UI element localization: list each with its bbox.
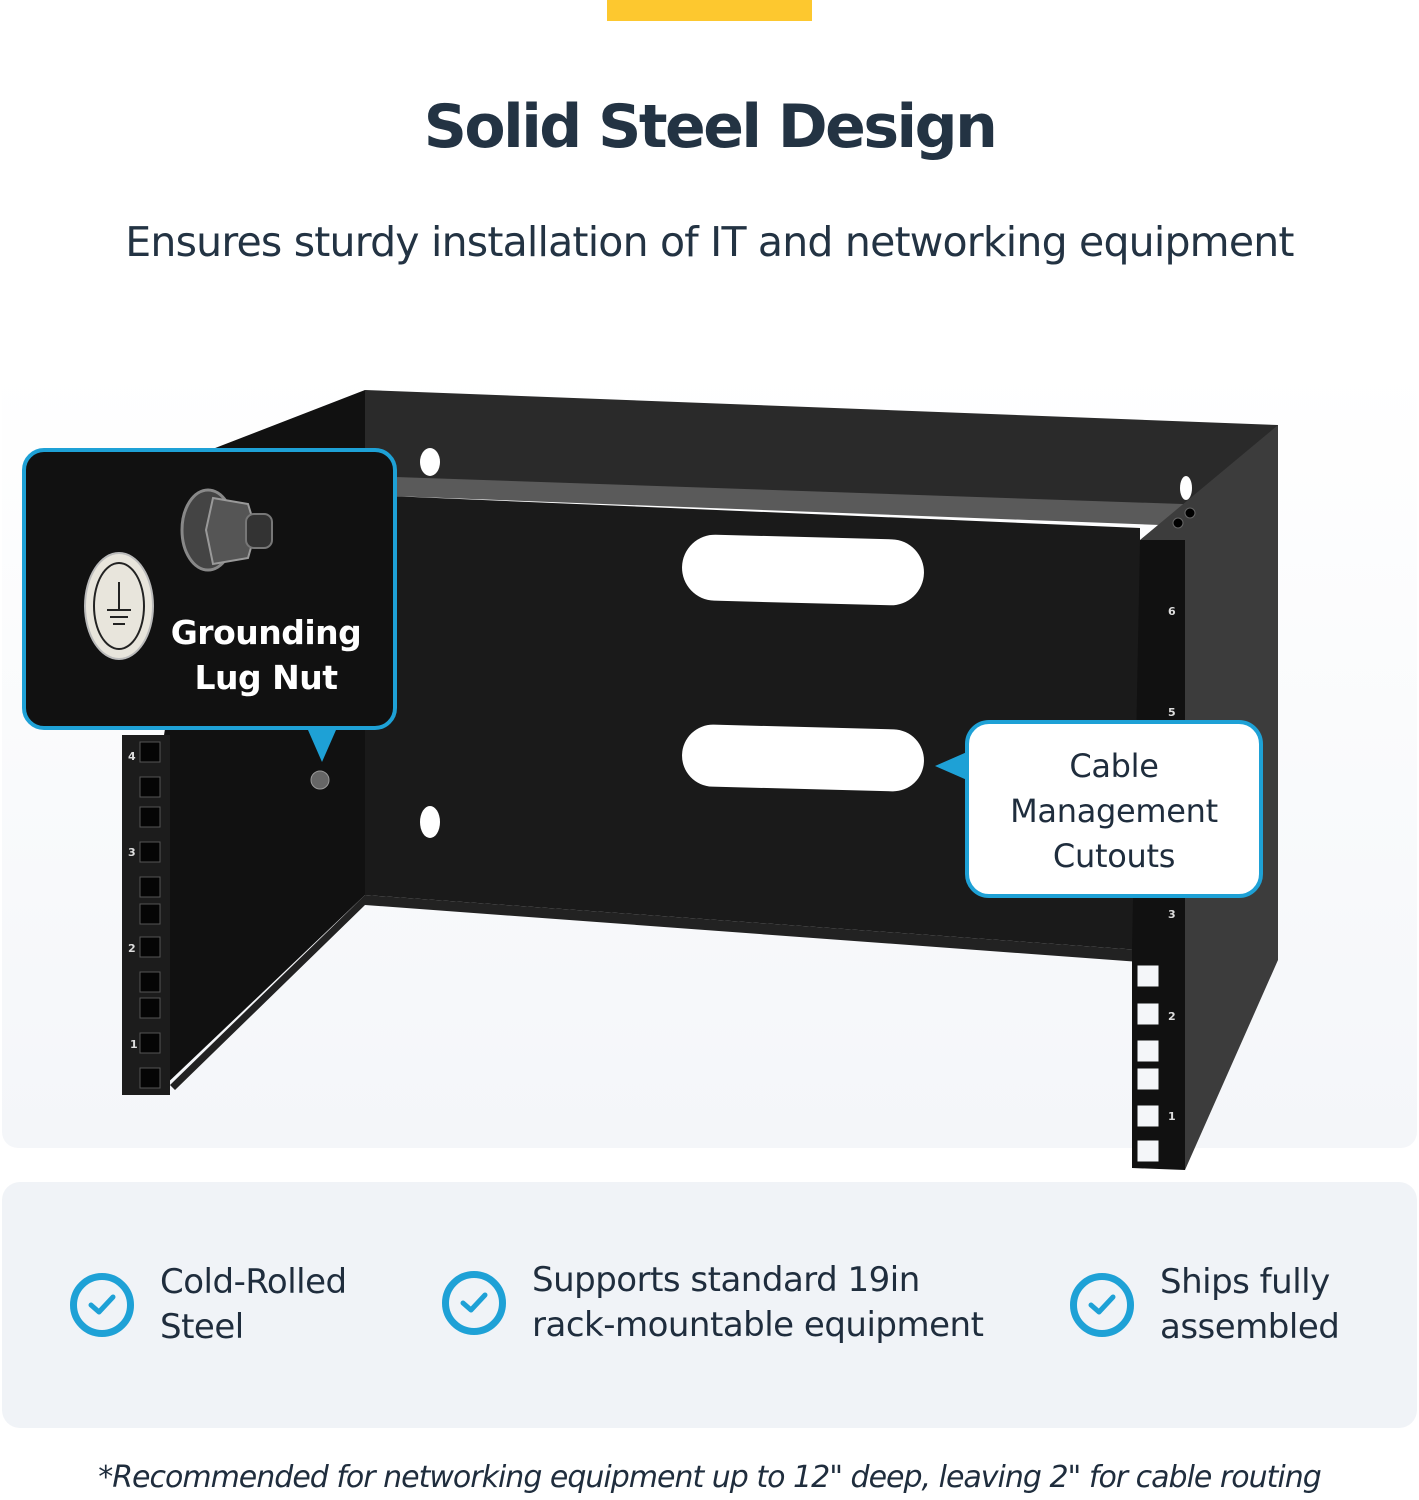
rack-bracket-image: 4 3 2 1 6 5 3 2 1 xyxy=(122,390,1278,1170)
svg-text:4: 4 xyxy=(128,750,136,763)
lug-nut-icon xyxy=(180,488,273,572)
svg-text:3: 3 xyxy=(1168,908,1176,921)
page-title: Solid Steel Design xyxy=(423,92,998,162)
svg-text:6: 6 xyxy=(1168,605,1176,618)
feature-ships-assembled: Ships fully assembled xyxy=(1070,1260,1340,1350)
callout-pointer xyxy=(308,730,336,762)
grounding-lug-label: Grounding Lug Nut xyxy=(170,613,362,697)
footnote: *Recommended for networking equipment up… xyxy=(98,1460,1322,1495)
accent-bar xyxy=(607,0,812,21)
check-circle-icon xyxy=(442,1271,506,1335)
page-subtitle: Ensures sturdy installation of IT and ne… xyxy=(125,218,1294,266)
cable-management-callout: Cable Management Cutouts xyxy=(935,720,1263,898)
feature-cold-rolled-steel: Cold-Rolled Steel xyxy=(70,1260,347,1350)
svg-text:2: 2 xyxy=(1168,1010,1176,1023)
callout-pointer xyxy=(935,752,967,780)
feature-19in-support: Supports standard 19in rack-mountable eq… xyxy=(442,1258,984,1348)
svg-text:2: 2 xyxy=(128,942,136,955)
features-panel xyxy=(2,1182,1417,1428)
check-circle-icon xyxy=(70,1273,134,1337)
svg-text:1: 1 xyxy=(1168,1110,1176,1123)
feature-label: Ships fully assembled xyxy=(1160,1262,1340,1347)
cable-management-label: Cable Management Cutouts xyxy=(1010,747,1218,875)
grounding-lug-callout: Grounding Lug Nut xyxy=(22,448,397,762)
check-circle-icon xyxy=(1070,1273,1134,1337)
svg-text:5: 5 xyxy=(1168,706,1176,719)
svg-text:3: 3 xyxy=(128,846,136,859)
svg-text:1: 1 xyxy=(130,1038,138,1051)
feature-label: Cold-Rolled Steel xyxy=(160,1262,347,1347)
feature-label: Supports standard 19in rack-mountable eq… xyxy=(532,1260,984,1345)
ground-symbol-icon xyxy=(84,552,154,660)
